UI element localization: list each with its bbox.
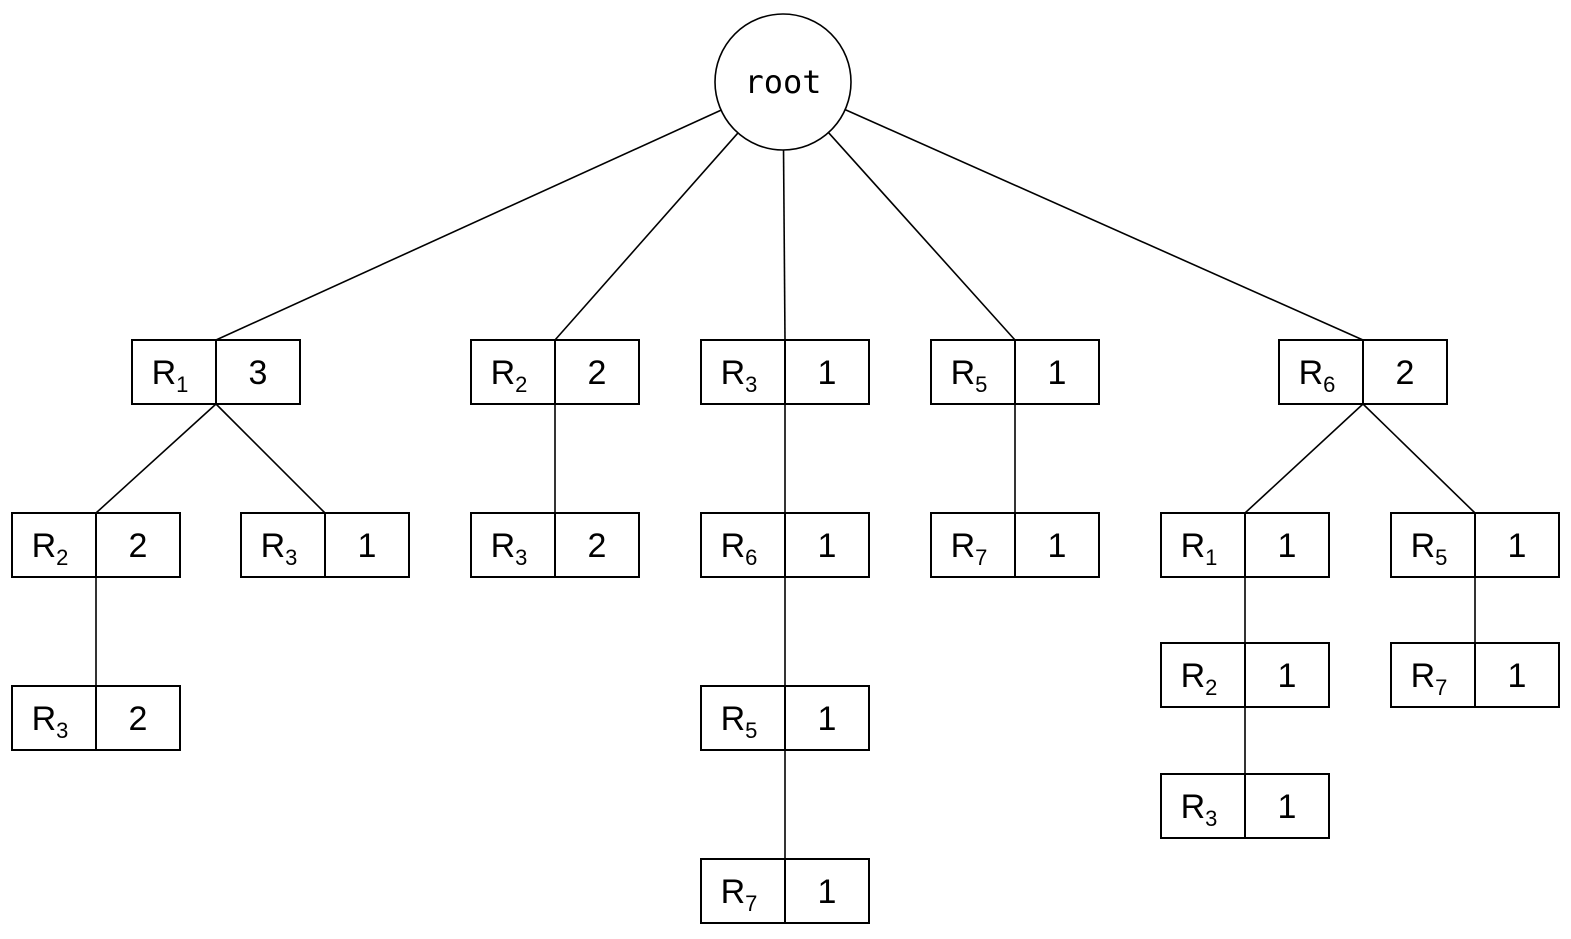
node-count-label: 1 bbox=[1048, 527, 1067, 565]
node-item-label: R6 bbox=[721, 527, 758, 570]
tree-node: R3 1 bbox=[1160, 773, 1330, 839]
node-item-label: R3 bbox=[721, 354, 758, 397]
node-item-label: R7 bbox=[951, 527, 988, 570]
node-item-label: R5 bbox=[1411, 527, 1448, 570]
node-item-label: R2 bbox=[491, 354, 528, 397]
tree-node: R2 1 bbox=[1160, 642, 1330, 708]
tree-node: R1 3 bbox=[131, 339, 301, 405]
tree-node: R5 1 bbox=[930, 339, 1100, 405]
node-count-label: 1 bbox=[1508, 657, 1527, 695]
tree-node: R6 1 bbox=[700, 512, 870, 578]
node-count-label: 1 bbox=[818, 354, 837, 392]
node-item-label: R3 bbox=[261, 527, 298, 570]
node-count-label: 2 bbox=[1396, 354, 1415, 392]
edge-n1-n4 bbox=[215, 403, 326, 514]
node-count-label: 3 bbox=[249, 354, 268, 392]
node-item-label: R1 bbox=[152, 354, 189, 397]
edge-n13-n17 bbox=[1362, 403, 1476, 514]
root-label: root bbox=[744, 63, 821, 101]
node-count-label: 2 bbox=[588, 527, 607, 565]
node-item-label: R3 bbox=[491, 527, 528, 570]
node-count-label: 1 bbox=[1048, 354, 1067, 392]
tree-node: R3 1 bbox=[700, 339, 870, 405]
node-item-label: R3 bbox=[1181, 788, 1218, 831]
tree-node: R5 1 bbox=[700, 685, 870, 751]
root-circle bbox=[714, 13, 852, 151]
node-count-label: 1 bbox=[358, 527, 377, 565]
edge-root-n13 bbox=[844, 108, 1364, 341]
node-item-label: R2 bbox=[32, 527, 69, 570]
node-count-label: 1 bbox=[1278, 788, 1297, 826]
node-count-label: 1 bbox=[818, 527, 837, 565]
node-item-label: R1 bbox=[1181, 527, 1218, 570]
root-node: root bbox=[714, 13, 852, 151]
tree-node: R2 2 bbox=[11, 512, 181, 578]
node-count-label: 2 bbox=[129, 700, 148, 738]
tree-edges bbox=[95, 108, 1476, 859]
tree-node: R3 2 bbox=[11, 685, 181, 751]
tree-node: R1 1 bbox=[1160, 512, 1330, 578]
node-item-label: R7 bbox=[1411, 657, 1448, 700]
edge-root-n11 bbox=[827, 132, 1016, 341]
node-item-label: R7 bbox=[721, 873, 758, 916]
tree-node: R7 1 bbox=[930, 512, 1100, 578]
tree-node: R7 1 bbox=[700, 858, 870, 924]
edge-n1-n2 bbox=[95, 403, 217, 514]
tree-node: R3 2 bbox=[470, 512, 640, 578]
node-count-label: 1 bbox=[818, 700, 837, 738]
node-item-label: R3 bbox=[32, 700, 69, 743]
node-item-label: R2 bbox=[1181, 657, 1218, 700]
edge-n13-n14 bbox=[1244, 403, 1364, 514]
edge-root-n1 bbox=[215, 109, 722, 341]
tree-node: R6 2 bbox=[1278, 339, 1448, 405]
node-count-label: 1 bbox=[1278, 527, 1297, 565]
node-count-label: 2 bbox=[129, 527, 148, 565]
edge-root-n5 bbox=[554, 132, 739, 341]
tree-node: R2 2 bbox=[470, 339, 640, 405]
node-count-label: 1 bbox=[1508, 527, 1527, 565]
edge-root-n7 bbox=[782, 149, 786, 341]
tree-node: R7 1 bbox=[1390, 642, 1560, 708]
tree-node: R5 1 bbox=[1390, 512, 1560, 578]
node-item-label: R5 bbox=[721, 700, 758, 743]
node-count-label: 1 bbox=[1278, 657, 1297, 695]
tree-node: R3 1 bbox=[240, 512, 410, 578]
node-item-label: R6 bbox=[1299, 354, 1336, 397]
node-item-label: R5 bbox=[951, 354, 988, 397]
node-count-label: 2 bbox=[588, 354, 607, 392]
node-count-label: 1 bbox=[818, 873, 837, 911]
